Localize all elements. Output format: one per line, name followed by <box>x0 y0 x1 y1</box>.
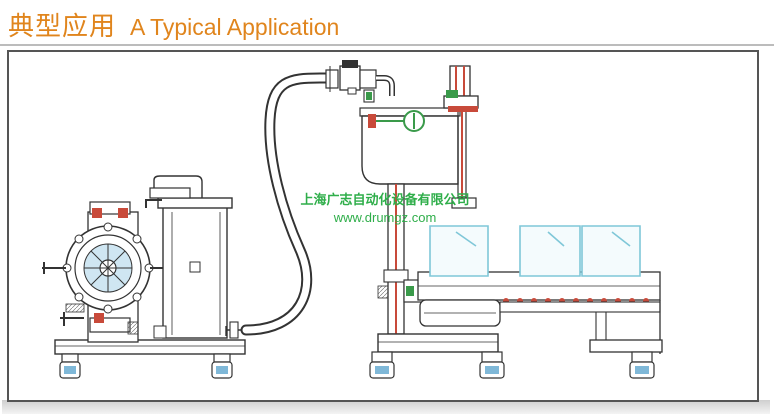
title-english: A Typical Application <box>130 14 340 40</box>
diaphragm-pump <box>42 201 164 343</box>
pump-cart-wheel <box>211 353 233 379</box>
container <box>581 225 641 277</box>
filling-hopper <box>359 107 461 185</box>
container <box>519 225 581 277</box>
container <box>429 225 489 277</box>
frame-shadow <box>2 400 770 414</box>
pump-cart <box>42 175 246 379</box>
header: 典型应用 A Typical Application <box>8 6 340 42</box>
pump-cart-base <box>54 339 246 355</box>
pump-cart-wheel <box>59 353 81 379</box>
title-chinese: 典型应用 <box>8 12 117 42</box>
pump-tank <box>65 175 246 339</box>
filling-machine-base <box>369 333 505 379</box>
filling-machine-wheel <box>479 351 505 379</box>
filling-actuator <box>443 65 479 209</box>
conveyor-wheel <box>629 351 655 379</box>
header-divider <box>0 44 774 46</box>
watermark-url: www.drumgz.com <box>333 210 437 225</box>
transfer-hose <box>240 72 336 336</box>
filling-machine-wheel <box>369 351 395 379</box>
inlet-valve-assembly <box>325 60 395 103</box>
roller-conveyor <box>417 271 663 379</box>
watermark-company: 上海广志自动化设备有限公司 <box>300 192 469 208</box>
